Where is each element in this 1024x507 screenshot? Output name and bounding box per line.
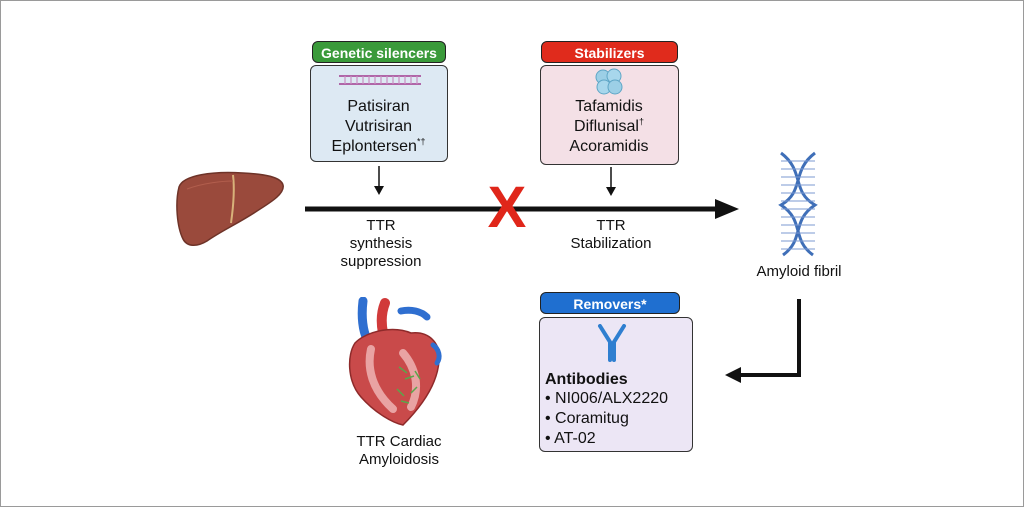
amyloid-fibril-icon — [778, 151, 818, 257]
liver-icon — [176, 171, 284, 246]
remover-ni006: • NI006/ALX2220 — [545, 390, 669, 407]
ttr-tetramer-icon — [595, 68, 623, 95]
drug-tafamidis: Tafamidis — [575, 98, 643, 115]
synthesis-label: TTR synthesis suppression — [340, 217, 422, 270]
removers-header: Removers* — [540, 292, 680, 314]
block-mark: X — [487, 175, 527, 240]
stabilization-label: TTR Stabilization — [570, 217, 652, 252]
silencers-box: Patisiran Vutrisiran Eplontersen*† — [310, 65, 448, 162]
heart-icon — [348, 297, 442, 426]
silencers-header: Genetic silencers — [312, 41, 446, 63]
amyloid-fibril-label: Amyloid fibril — [756, 263, 842, 280]
drug-diflunisal: Diflunisal† — [574, 116, 644, 135]
cardiac-amyloidosis-label: TTR Cardiac Amyloidosis — [356, 433, 442, 468]
drug-eplontersen: Eplontersen*† — [331, 136, 426, 155]
removal-arrow — [725, 299, 801, 383]
drug-acoramidis: Acoramidis — [569, 138, 649, 155]
stabilizers-header: Stabilizers — [541, 41, 678, 63]
removers-box: Antibodies • NI006/ALX2220 • Coramitug •… — [539, 317, 693, 452]
pathway-arrow — [305, 199, 739, 219]
drug-patisiran: Patisiran — [347, 98, 410, 115]
antibody-icon — [598, 324, 626, 362]
stabilizers-box: Tafamidis Diflunisal† Acoramidis — [540, 65, 679, 165]
diflunisal-footnote-mark: † — [638, 116, 644, 127]
remover-at02: • AT-02 — [545, 430, 596, 447]
remover-coramitug: • Coramitug — [545, 410, 629, 427]
stabilizers-down-arrow — [606, 167, 616, 196]
rna-strand-icon — [339, 75, 421, 85]
eplontersen-footnote-mark: *† — [416, 136, 426, 147]
antibodies-heading: Antibodies — [545, 371, 628, 388]
silencers-down-arrow — [374, 166, 384, 195]
drug-vutrisiran: Vutrisiran — [345, 118, 412, 135]
